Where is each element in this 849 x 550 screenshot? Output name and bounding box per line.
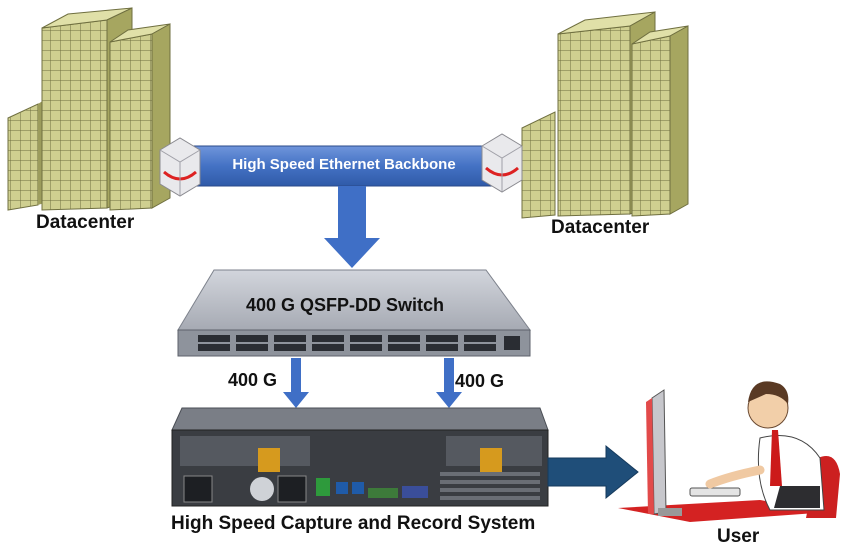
switch-label: 400 G QSFP-DD Switch [246, 295, 445, 315]
arrow-switch-to-capture-right [436, 358, 462, 408]
user-at-computer-icon [618, 381, 840, 522]
user-label: User [717, 526, 760, 547]
arrow-backbone-to-switch [324, 186, 380, 268]
capture-server-icon [171, 407, 549, 507]
router-right-icon [481, 133, 523, 193]
link-speed-right-label: 400 G [455, 371, 505, 391]
datacenter-right-icon [521, 11, 689, 219]
datacenter-left-icon [7, 7, 171, 211]
backbone-label: High Speed Ethernet Backbone [232, 156, 456, 173]
datacenter-left-label: Datacenter [36, 212, 135, 233]
datacenter-right-label: Datacenter [551, 217, 650, 238]
switch-icon [177, 269, 531, 357]
arrow-switch-to-capture-left [283, 358, 309, 408]
arrow-capture-to-user [547, 444, 639, 500]
router-left-icon [159, 137, 201, 197]
link-speed-left-label: 400 G [228, 370, 278, 390]
capture-system-label: High Speed Capture and Record System [171, 513, 536, 534]
